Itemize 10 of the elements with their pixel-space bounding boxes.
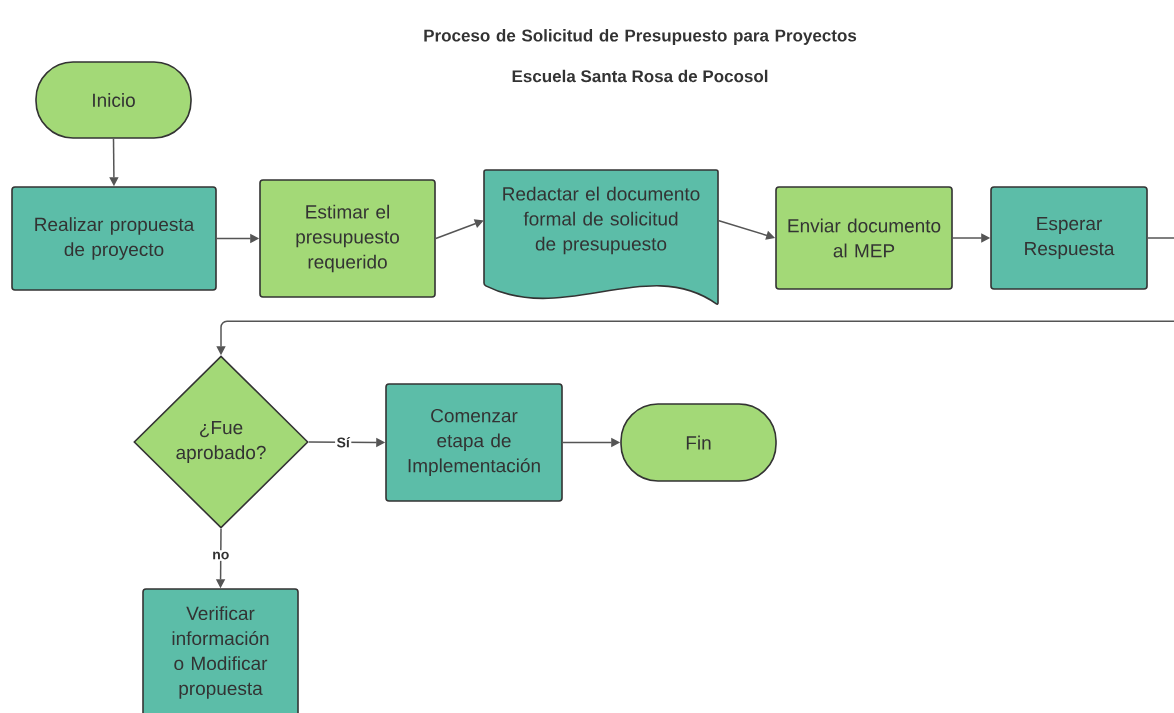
- process-box: Estimar el presupuesto requerido: [259, 179, 436, 298]
- process-box: Verificar información o Modificar propuesta: [142, 588, 299, 713]
- edge-label: Sí: [337, 437, 351, 448]
- process-box: Enviar documento al MEP: [775, 186, 953, 290]
- subtitle: Escuela Santa Rosa de Pocosol: [512, 69, 768, 83]
- process-box: Comenzar etapa de Implementación: [385, 383, 563, 502]
- edge-label: no: [213, 551, 229, 560]
- title: Proceso de Solicitud de Presupuesto para Proyectos: [424, 29, 857, 45]
- process-box: Realizar propuesta de proyecto: [11, 186, 217, 291]
- process-box: Esperar Respuesta: [990, 186, 1148, 290]
